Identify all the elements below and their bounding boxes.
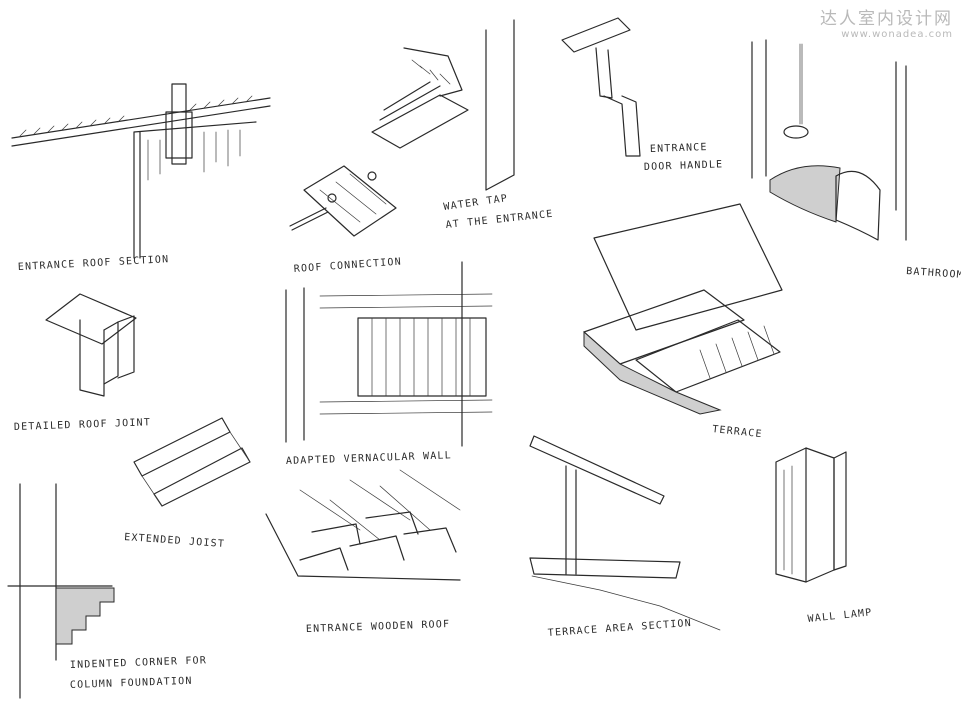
- label-wooden-roof: ENTRANCE WOODEN ROOF: [306, 619, 451, 635]
- label-door-handle-line2: DOOR HANDLE: [644, 159, 724, 173]
- label-indented-corner-line2: COLUMN FOUNDATION: [70, 676, 193, 691]
- label-terrace-area-section: TERRACE AREA SECTION: [547, 618, 692, 639]
- extended-joist-sketch: EXTENDED JOIST: [124, 417, 251, 550]
- label-wall-lamp: WALL LAMP: [807, 607, 873, 625]
- wooden-roof-sketch: ENTRANCE WOODEN ROOF: [265, 469, 461, 635]
- label-water-tap-line1: WATER TAP: [443, 193, 509, 213]
- label-door-handle-line1: ENTRANCE: [650, 142, 708, 155]
- indented-corner-sketch: INDENTED CORNER FOR COLUMN FOUNDATION: [7, 483, 208, 699]
- label-roof-connection: ROOF CONNECTION: [293, 256, 402, 275]
- terrace-sketch: TERRACE: [583, 203, 783, 440]
- watermark-url: www.wonadea.com: [841, 29, 953, 40]
- roof-joint-sketch: DETAILED ROOF JOINT: [14, 293, 152, 433]
- bathroom-sketch: BATHROOM: [751, 39, 961, 281]
- door-handle-sketch: ENTRANCE DOOR HANDLE: [561, 17, 724, 173]
- label-indented-corner-line1: INDENTED CORNER FOR: [70, 655, 208, 671]
- label-water-tap-line2: AT THE ENTRANCE: [445, 209, 554, 231]
- label-terrace: TERRACE: [712, 424, 763, 440]
- entrance-roof-section-sketch: ENTRANCE ROOF SECTION: [11, 83, 271, 273]
- label-extended-joist: EXTENDED JOIST: [124, 532, 226, 550]
- roof-connection-sketch: ROOF CONNECTION: [289, 165, 402, 275]
- label-vernacular-wall: ADAPTED VERNACULAR WALL: [286, 450, 452, 467]
- terrace-area-section-sketch: TERRACE AREA SECTION: [529, 435, 721, 639]
- wall-lamp-sketch: WALL LAMP: [775, 447, 873, 625]
- water-tap-sketch: WATER TAP AT THE ENTRANCE: [371, 19, 554, 231]
- label-bathroom: BATHROOM: [906, 266, 961, 281]
- watermark: 达人室内设计网 www.wonadea.com: [820, 4, 953, 40]
- label-roof-joint: DETAILED ROOF JOINT: [14, 417, 152, 433]
- watermark-chinese: 达人室内设计网: [820, 9, 953, 29]
- label-entrance-roof-section: ENTRANCE ROOF SECTION: [18, 254, 170, 273]
- vernacular-wall-sketch: ADAPTED VERNACULAR WALL: [285, 261, 493, 467]
